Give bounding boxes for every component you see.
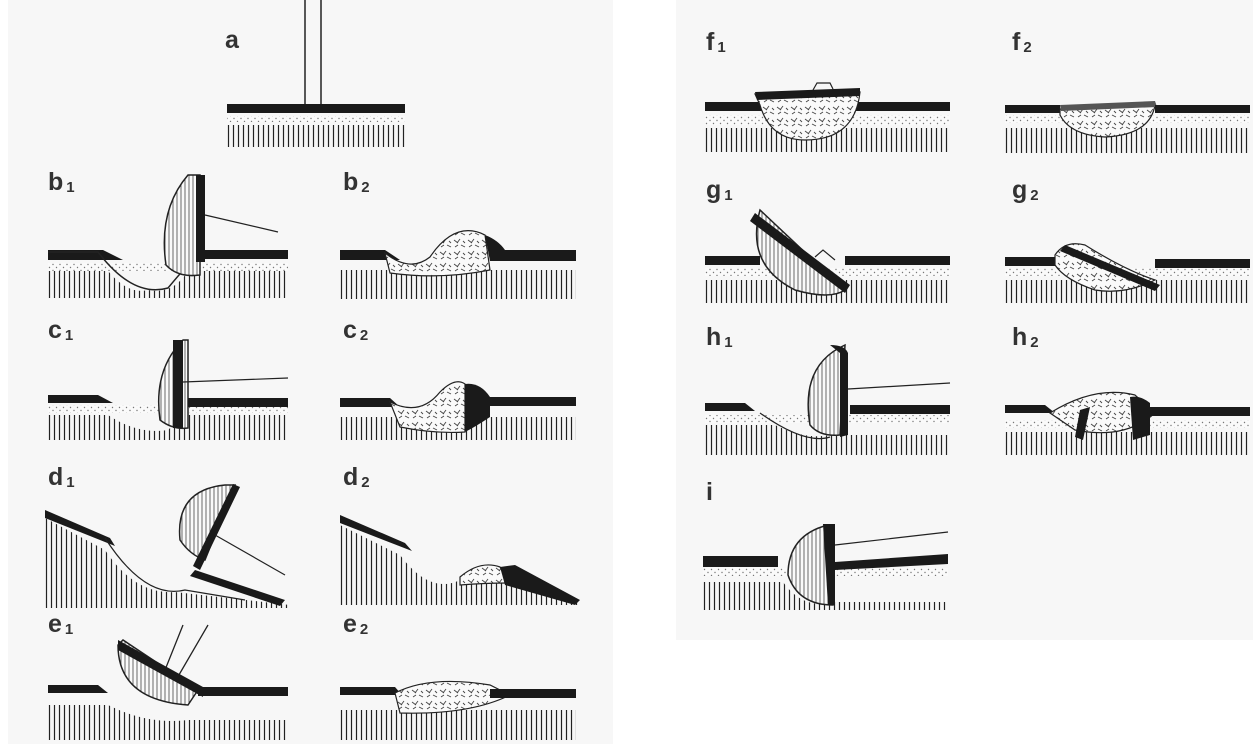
panel-c2-diagram [340, 372, 576, 440]
panel-e1-diagram [48, 625, 288, 740]
panel-e2-diagram [340, 675, 576, 740]
panel-b2-diagram [340, 225, 576, 299]
panel-letter: g [1012, 176, 1028, 204]
panel-f1-diagram [705, 80, 950, 152]
panel-subscript: 2 [360, 327, 369, 344]
panel-subscript: 2 [361, 179, 370, 196]
panel-d1-diagram [45, 480, 290, 608]
panel-h2-diagram [1005, 385, 1250, 455]
panel-letter: f [1012, 28, 1021, 56]
panel-letter: e [343, 610, 358, 638]
panel-c1-diagram [48, 340, 288, 440]
panel-g2-diagram [1005, 235, 1250, 303]
panel-a-diagram [222, 0, 407, 150]
panel-subscript: 1 [724, 187, 733, 204]
panel-subscript: 2 [360, 621, 369, 638]
panel-b1-diagram [48, 170, 288, 298]
panel-letter: c [343, 316, 358, 344]
panel-subscript: 2 [1030, 334, 1039, 351]
panel-letter: i [706, 478, 714, 506]
panel-letter: d [343, 463, 359, 491]
panel-letter: h [1012, 323, 1028, 351]
panel-subscript: 2 [1023, 39, 1032, 56]
panel-letter: g [706, 176, 722, 204]
panel-subscript: 2 [1030, 187, 1039, 204]
panel-d2-diagram [340, 505, 580, 605]
panel-letter: f [706, 28, 715, 56]
panel-i-diagram [703, 520, 948, 610]
panel-g1-diagram [705, 205, 950, 303]
panel-letter: b [343, 168, 359, 196]
panel-subscript: 1 [717, 39, 726, 56]
panel-subscript: 2 [361, 474, 370, 491]
panel-f2-diagram [1005, 95, 1250, 153]
panel-label-i: i [706, 480, 714, 505]
panel-h1-diagram [705, 345, 950, 455]
